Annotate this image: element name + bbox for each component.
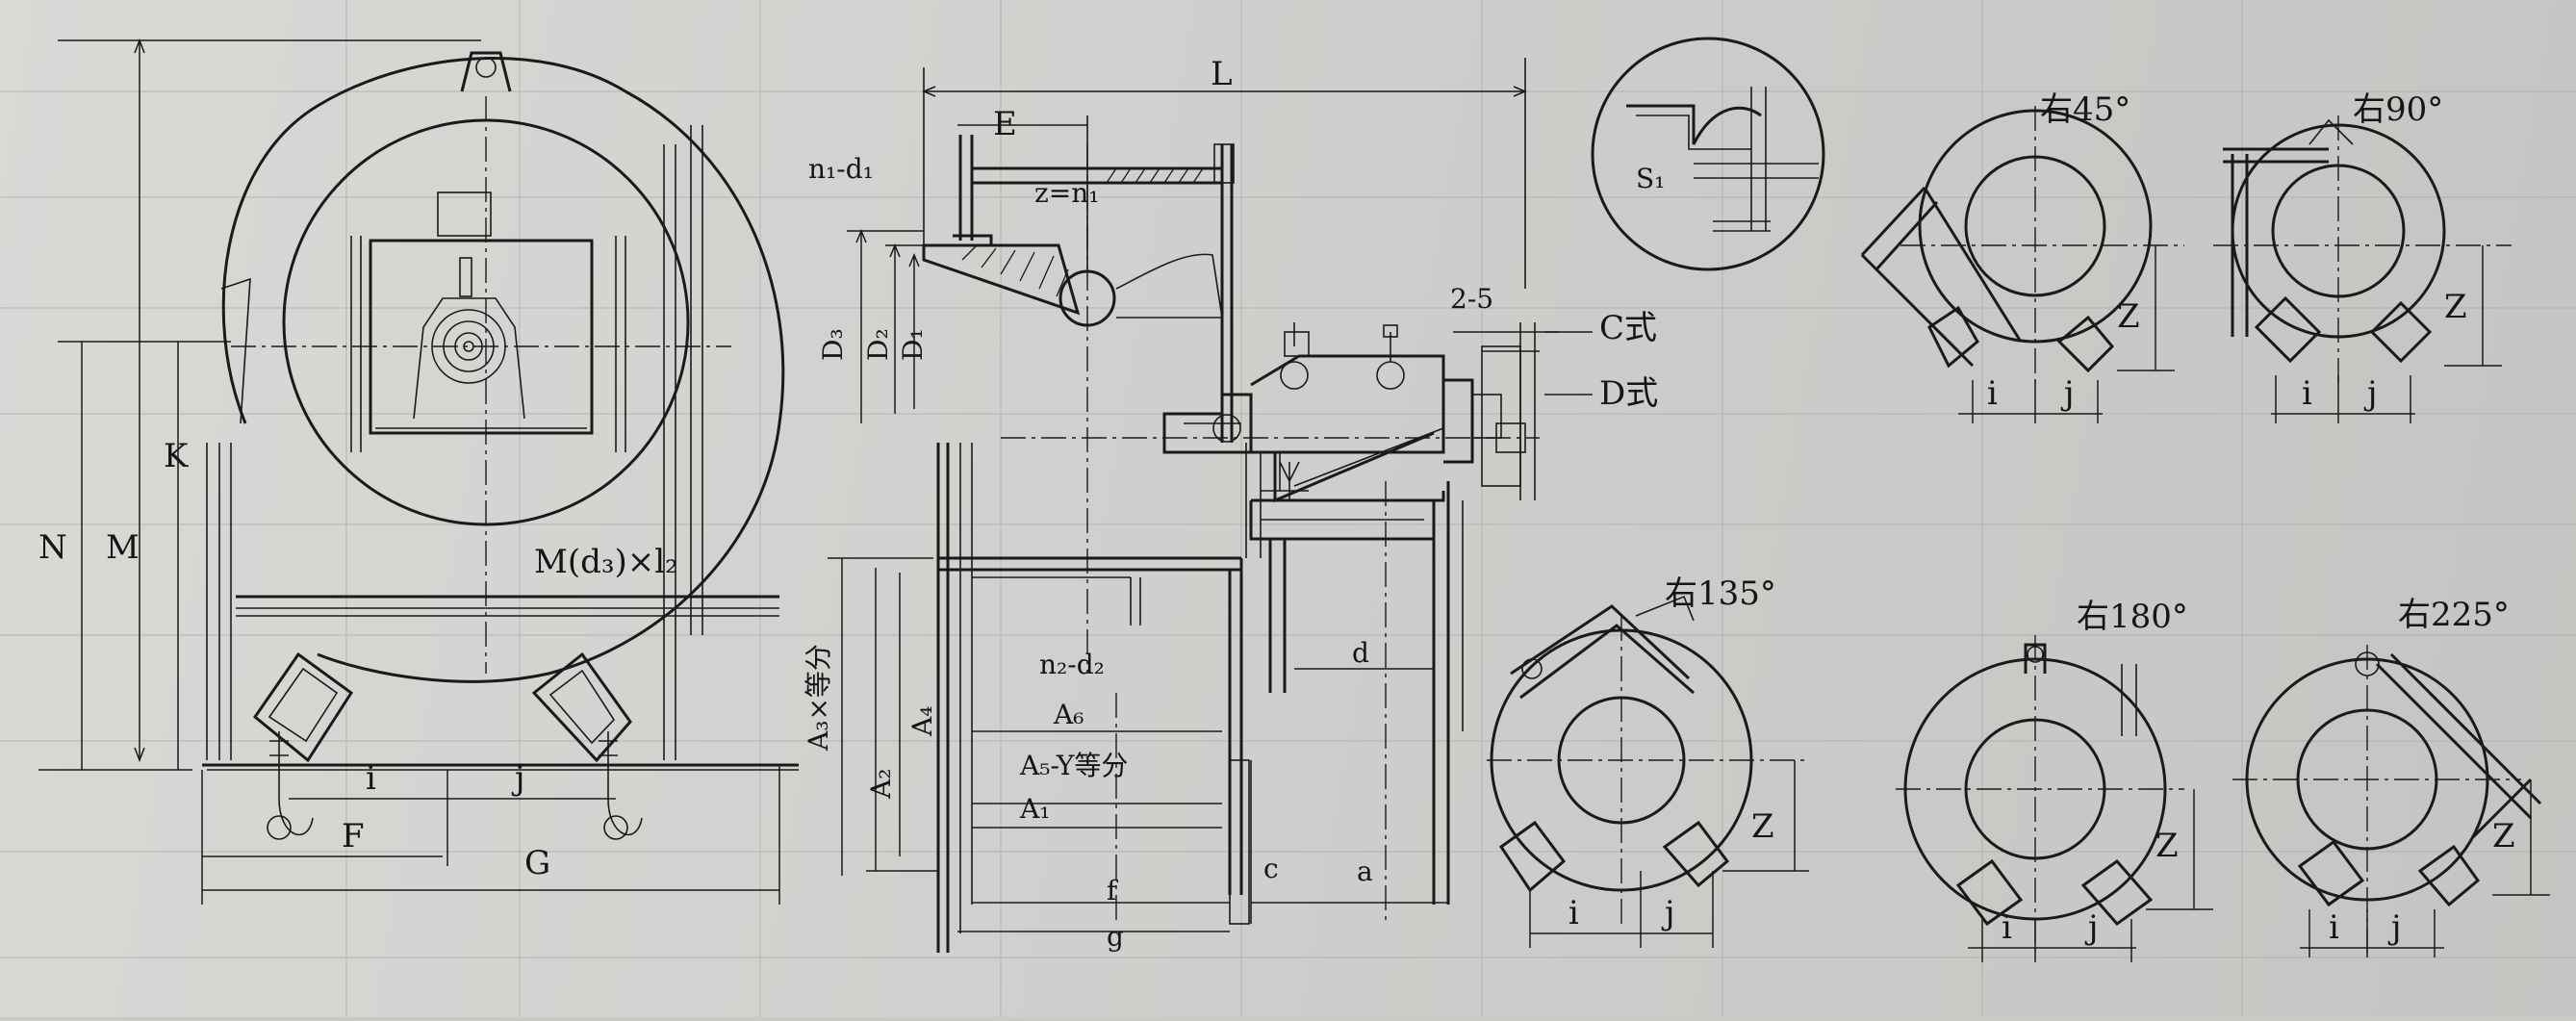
- dim-D2: D₂: [862, 328, 894, 361]
- label-right-135: 右135°: [1665, 574, 1776, 613]
- dim-Z-45: Z: [2117, 297, 2140, 336]
- right-foot-block: [531, 651, 632, 763]
- dim-f: f: [1107, 875, 1119, 906]
- side-view: L E n₁-d₁ z=n₁ D₃ D₂ D₁ A₃×等分 A₂ A₄ n₂-d…: [803, 55, 1540, 953]
- dim-i-180: i: [2002, 908, 2012, 947]
- dim-A2: A₂: [865, 769, 897, 800]
- dim-Z-225: Z: [2492, 817, 2515, 855]
- dim-d: d: [1352, 637, 1369, 669]
- dim-D3: D₃: [817, 328, 849, 361]
- dim-A5: A₅-Y等分: [1019, 750, 1128, 781]
- lifting-lug: [460, 51, 512, 92]
- dim-a: a: [1357, 855, 1373, 887]
- detail-circle: [1591, 37, 1825, 271]
- bolt-count-z: z=n₁: [1034, 177, 1099, 209]
- dim-j-front: j: [511, 759, 525, 798]
- dim-L: L: [1211, 55, 1233, 93]
- label-right-225: 右225°: [2398, 596, 2510, 634]
- dim-i-225: i: [2329, 908, 2339, 947]
- dim-A1: A₁: [1019, 793, 1050, 825]
- dim-M: M: [106, 528, 140, 567]
- dim-A3: A₃×等分: [803, 644, 834, 752]
- view-right-135: 右135° i j Z: [1487, 574, 1809, 948]
- dim-D1: D₁: [897, 328, 929, 361]
- label-right-45: 右45°: [2040, 90, 2130, 129]
- right-hook: [607, 731, 643, 836]
- style-D: D式: [1599, 374, 1658, 413]
- label-right-180: 右180°: [2077, 598, 2188, 636]
- dim-N: N: [38, 528, 67, 567]
- dim-K: K: [164, 437, 189, 475]
- left-hook: [278, 731, 314, 836]
- dim-j-180: j: [2084, 908, 2099, 947]
- inlet-hatch: [1106, 167, 1204, 184]
- dim-E: E: [993, 105, 1017, 143]
- detail-S1: S₁: [1636, 163, 1665, 194]
- dim-g: g: [1107, 921, 1124, 953]
- dim-Z-135: Z: [1751, 807, 1774, 846]
- label-right-90: 右90°: [2353, 90, 2443, 129]
- fit-2-5: 2-5: [1450, 283, 1493, 315]
- view-right-90: 右90° i j Z: [2213, 90, 2512, 423]
- view-right-180: 右180° i j Z: [1896, 598, 2213, 962]
- coupling-detail: 2-5 C式 D式 S₁: [1450, 37, 1825, 500]
- view-right-45: 右45° i j Z: [1860, 90, 2184, 423]
- volute-casing: [221, 57, 785, 683]
- dim-i-45: i: [1987, 374, 1998, 413]
- cone-hatch: [961, 244, 1069, 297]
- dim-A4: A₄: [906, 706, 938, 737]
- front-view: N M K M(d₃)×l₂ i j F G: [38, 38, 799, 905]
- dim-A6: A₆: [1053, 699, 1084, 730]
- dim-Z-180: Z: [2155, 827, 2179, 865]
- dim-c: c: [1263, 853, 1279, 884]
- view-right-225: 右225° i j Z: [2232, 596, 2550, 957]
- dim-F: F: [342, 817, 365, 855]
- dim-G: G: [524, 844, 550, 882]
- dim-j-225: j: [2387, 908, 2402, 947]
- casing-tongue: [220, 277, 251, 424]
- dim-Z-90: Z: [2444, 288, 2467, 326]
- dim-i-front: i: [366, 759, 376, 798]
- dim-j-135: j: [1661, 894, 1675, 932]
- flange-holes-2: n₂-d₂: [1039, 649, 1105, 680]
- bolt-label: M(d₃)×l₂: [534, 543, 678, 581]
- dim-i-90: i: [2302, 374, 2312, 413]
- flange-holes-1: n₁-d₁: [808, 153, 874, 185]
- left-foot-block: [252, 651, 354, 763]
- dim-j-45: j: [2060, 374, 2075, 413]
- style-C: C式: [1599, 309, 1657, 347]
- dim-j-90: j: [2363, 374, 2378, 413]
- dim-i-135: i: [1569, 894, 1579, 932]
- bearing-housing: [369, 239, 594, 435]
